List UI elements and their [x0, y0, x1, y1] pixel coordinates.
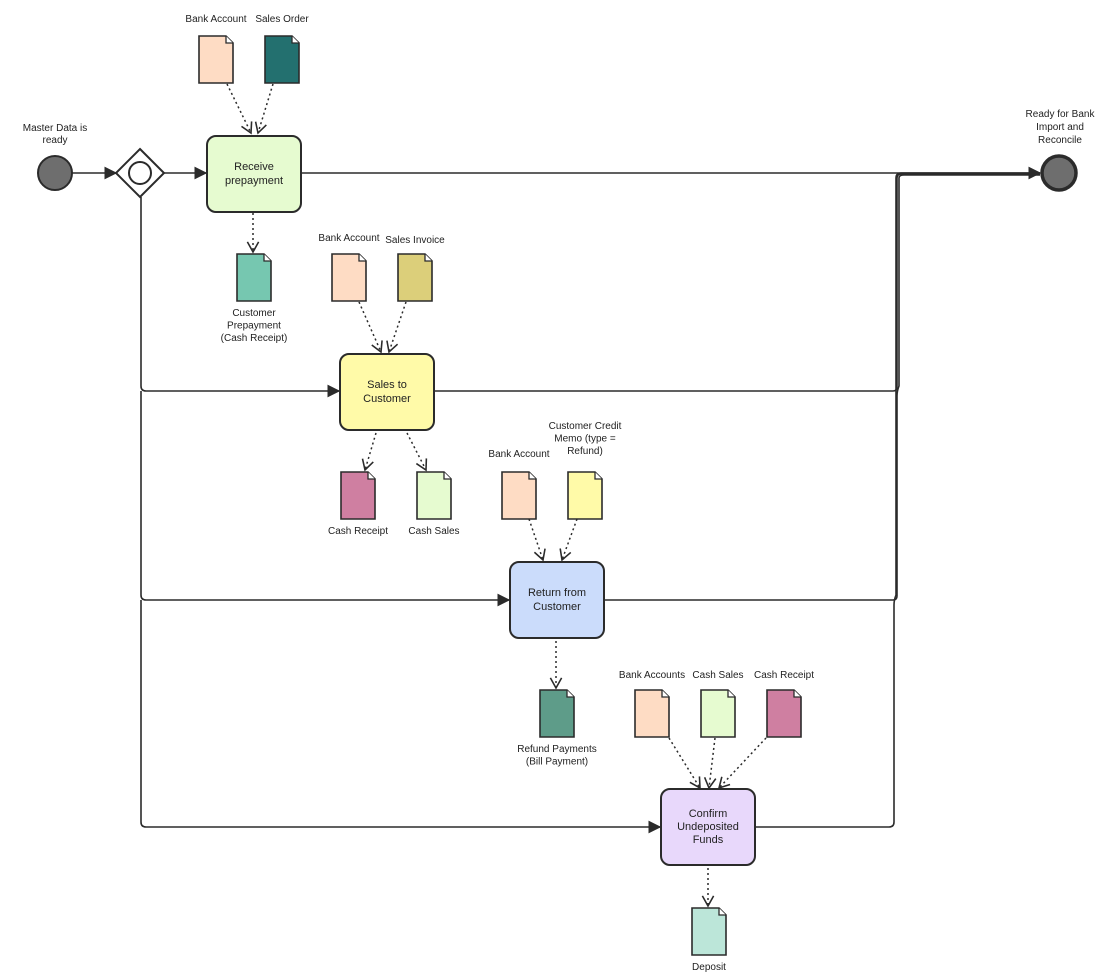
flow-confirm-undeposited-to-end[interactable] — [756, 172, 1040, 828]
assoc-cash-sales-1 — [406, 432, 428, 472]
assoc-bank-account-1 — [226, 83, 253, 135]
document-fold-icon — [291, 36, 299, 44]
doc-cash-sales-2[interactable]: Cash Sales — [692, 670, 744, 738]
flow-gateway-to-sales-to-customer[interactable] — [140, 197, 341, 398]
document-icon[interactable] — [331, 253, 367, 302]
doc-bank-account-1[interactable]: Bank Account — [185, 14, 247, 84]
doc-cash-receipt-1[interactable]: Cash Receipt — [328, 471, 388, 537]
document-icon[interactable] — [198, 35, 234, 84]
end-event-circle[interactable] — [1040, 154, 1078, 192]
assoc-sales-invoice — [386, 301, 407, 354]
document-label: Cash Sales — [408, 526, 459, 537]
document-fold-icon — [424, 254, 432, 262]
document-fold-icon — [367, 472, 375, 480]
document-icon[interactable] — [634, 689, 670, 738]
document-fold-icon — [225, 36, 233, 44]
document-icon[interactable] — [501, 471, 537, 520]
assoc-bank-account-2 — [358, 301, 383, 354]
flow-gateway-to-confirm-undeposited[interactable] — [140, 600, 662, 834]
event-based-gateway[interactable] — [114, 147, 166, 199]
assoc-sales-order — [254, 83, 274, 135]
doc-bank-account-3[interactable]: Bank Account — [488, 449, 550, 520]
document-label: Sales Invoice — [385, 235, 445, 246]
doc-deposit[interactable]: Deposit — [691, 907, 727, 973]
task-box[interactable] — [509, 561, 605, 639]
document-icon[interactable] — [397, 253, 433, 302]
document-fold-icon — [594, 472, 602, 480]
document-fold-icon — [661, 690, 669, 698]
document-fold-icon — [263, 254, 271, 262]
task-box[interactable] — [206, 135, 302, 213]
document-icon[interactable] — [264, 35, 300, 84]
document-label: Bank Account — [185, 14, 246, 25]
document-label: Cash Receipt — [754, 670, 814, 681]
document-label: Cash Sales — [692, 670, 743, 681]
document-label: Refund Payments(Bill Payment) — [517, 744, 597, 768]
doc-sales-invoice[interactable]: Sales Invoice — [385, 235, 445, 302]
flow-gateway-to-return-from-customer[interactable] — [140, 391, 511, 607]
document-label: Deposit — [692, 962, 726, 973]
document-fold-icon — [718, 908, 726, 916]
assoc-credit-memo — [559, 518, 578, 562]
document-fold-icon — [727, 690, 735, 698]
assoc-bank-accounts — [668, 737, 701, 790]
doc-cash-receipt-2[interactable]: Cash Receipt — [754, 670, 814, 738]
doc-bank-account-2[interactable]: Bank Account — [318, 233, 380, 302]
document-icon[interactable] — [567, 471, 603, 520]
document-icon[interactable] — [539, 689, 575, 738]
document-fold-icon — [528, 472, 536, 480]
document-icon[interactable] — [236, 253, 272, 302]
document-fold-icon — [566, 690, 574, 698]
document-label: Cash Receipt — [328, 526, 388, 537]
flow-return-from-customer-to-end[interactable] — [605, 174, 1040, 601]
gateway-inner-circle-icon — [128, 161, 152, 185]
assoc-cash-receipt-1 — [361, 432, 377, 472]
document-icon[interactable] — [700, 689, 736, 738]
assoc-bank-account-3 — [528, 518, 546, 562]
document-label: Bank Account — [488, 449, 549, 460]
document-icon[interactable] — [766, 689, 802, 738]
task-box[interactable] — [660, 788, 756, 866]
sequence-flows — [72, 166, 1042, 834]
assoc-cash-sales-2 — [703, 737, 717, 790]
flow-sales-to-customer-to-end[interactable] — [435, 173, 1040, 392]
document-fold-icon — [358, 254, 366, 262]
document-label: Bank Account — [318, 233, 379, 244]
document-icon[interactable] — [416, 471, 452, 520]
document-fold-icon — [443, 472, 451, 480]
task-box[interactable] — [339, 353, 435, 431]
doc-sales-order[interactable]: Sales Order — [255, 14, 309, 84]
doc-bank-accounts[interactable]: Bank Accounts — [619, 670, 685, 738]
document-fold-icon — [793, 690, 801, 698]
data-associations — [226, 83, 767, 908]
document-label: Bank Accounts — [619, 670, 685, 681]
assoc-cash-receipt-2 — [717, 737, 767, 790]
document-icon[interactable] — [691, 907, 727, 956]
doc-cash-sales-1[interactable]: Cash Sales — [408, 471, 460, 537]
doc-refund-payments[interactable]: Refund Payments(Bill Payment) — [517, 689, 597, 768]
document-label: Sales Order — [255, 14, 309, 25]
start-event-circle[interactable] — [37, 155, 73, 191]
document-icon[interactable] — [340, 471, 376, 520]
